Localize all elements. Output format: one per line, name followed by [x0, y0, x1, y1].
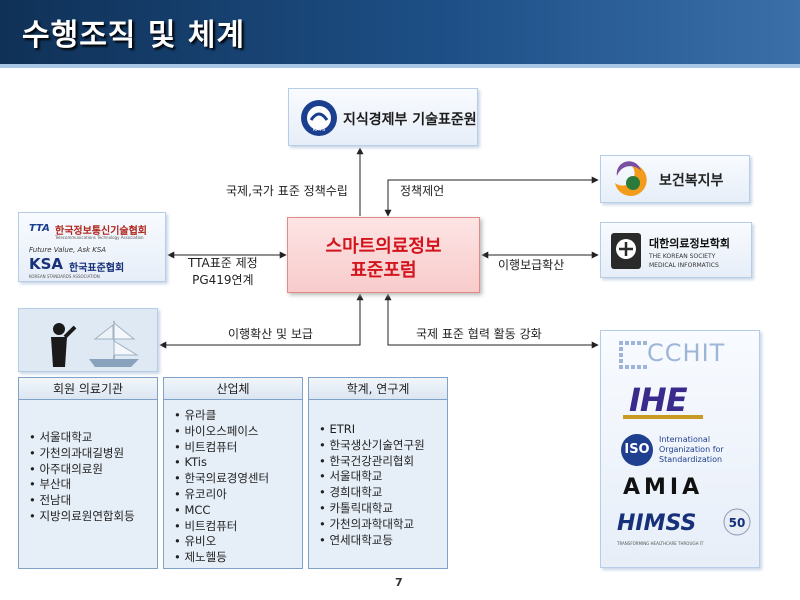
- list-item: 서울대학교: [29, 430, 135, 446]
- node-tta-ksa: TTA 한국정보통신기술협회 Telecommunications Techno…: [18, 212, 166, 282]
- amia-logo: AMIA: [623, 475, 704, 500]
- iso-name-line1: International: [659, 435, 711, 444]
- kats-emblem-icon: KATS: [301, 100, 337, 136]
- list-item: 경희대학교: [319, 485, 425, 501]
- himss-logo: HIMSS: [617, 511, 697, 536]
- ksa-name: 한국표준협회: [69, 263, 125, 274]
- panel-academia: 학계, 연구계 ETRI 한국생산기술연구원 한국건강관리협회 서울대학교 경희…: [308, 377, 448, 569]
- slide-header: 수행조직 및 체계: [0, 0, 800, 64]
- kosmi-name-en2: MEDICAL INFORMATICS: [649, 262, 719, 269]
- iso-name-line3: Standardization: [659, 455, 723, 464]
- page-number: 7: [395, 576, 403, 589]
- label-spread: 이행보급확산: [498, 258, 565, 272]
- node-mke: KATS 지식경제부 기술표준원: [288, 88, 478, 146]
- list-item: 비트컴퓨터: [174, 440, 269, 456]
- ihe-underline-icon: [623, 415, 703, 419]
- list-item: 지방의료원연합회등: [29, 509, 134, 525]
- list-item: KTis: [174, 455, 269, 471]
- tta-name-en: Telecommunications Technology Associatio…: [55, 235, 144, 240]
- industry-list: 유라클 바이오스페이스 비트컴퓨터 KTis 한국의료경영센터 유코리아 MCC…: [174, 408, 269, 566]
- label-implement: 이행확산 및 보급: [228, 327, 313, 341]
- label-gov-policy: 국제,국가 표준 정책수립: [226, 184, 348, 198]
- kosmi-name: 대한의료정보학회: [649, 237, 730, 250]
- mke-name: 지식경제부 기술표준원: [343, 112, 477, 128]
- list-item: 서울대학교: [319, 469, 425, 485]
- panel-industry-title: 산업체: [164, 378, 302, 400]
- arrow-members-forum: [159, 293, 364, 349]
- panel-industry: 산업체 유라클 바이오스페이스 비트컴퓨터 KTis 한국의료경영센터 유코리아…: [163, 377, 303, 569]
- mohw-name: 보건복지부: [659, 173, 724, 189]
- forum-name-line1: 스마트의료정보: [325, 236, 442, 257]
- node-kosmi: 대한의료정보학회 THE KOREAN SOCIETY MEDICAL INFO…: [600, 222, 752, 278]
- cchit-logo: CCHIT: [647, 339, 726, 367]
- node-forum: 스마트의료정보 표준포럼: [287, 217, 480, 293]
- list-item: 부산대: [29, 477, 135, 493]
- kosmi-emblem-icon: [611, 233, 641, 269]
- list-item: 가천의과대길병원: [29, 446, 135, 462]
- list-item: 가천의과학대학교: [319, 517, 425, 533]
- list-item: 연세대학교등: [319, 533, 425, 549]
- header-underline: [0, 64, 800, 68]
- ship-person-illustration: [19, 309, 157, 371]
- list-item: 아주대의료원: [29, 462, 135, 478]
- iso-name: International Organization for Standardi…: [659, 435, 724, 465]
- list-item: 전남대: [29, 493, 135, 509]
- arrow-forum-to-mohw: [384, 176, 599, 217]
- iso-name-line2: Organization for: [659, 445, 724, 454]
- list-item: 바이오스페이스: [174, 424, 269, 440]
- panel-hospitals-title: 회원 의료기관: [19, 378, 157, 400]
- ksa-slogan: Future Value, Ask KSA: [29, 246, 107, 254]
- academia-list: ETRI 한국생산기술연구원 한국건강관리협회 서울대학교 경희대학교 카톨릭대…: [319, 422, 425, 549]
- tta-name: 한국정보통신기술협회: [55, 226, 147, 237]
- list-item: 한국생산기술연구원: [319, 438, 424, 454]
- list-item: 제노헬등: [174, 550, 269, 566]
- cchit-dots-icon: [619, 341, 647, 369]
- panel-hospitals: 회원 의료기관 서울대학교 가천의과대길병원 아주대의료원 부산대 전남대 지방…: [18, 377, 158, 569]
- hospital-list: 서울대학교 가천의과대길병원 아주대의료원 부산대 전남대 지방의료원연합회등: [29, 430, 135, 525]
- panel-academia-title: 학계, 연구계: [309, 378, 447, 400]
- list-item: 한국건강관리협회: [319, 454, 425, 470]
- slide-title: 수행조직 및 체계: [22, 18, 246, 53]
- kats-emblem-text: KATS: [313, 127, 325, 133]
- list-item: MCC: [174, 503, 269, 519]
- ksa-logo: KSA: [29, 255, 64, 273]
- list-item: ETRI: [319, 422, 425, 438]
- himss-50-badge-icon: 50: [723, 508, 751, 536]
- panel-intl-orgs: CCHIT IHE ISO International Organization…: [600, 330, 760, 568]
- node-illustration: [18, 308, 158, 372]
- ihe-logo: IHE: [629, 381, 688, 419]
- tta-logo: TTA: [29, 223, 50, 234]
- arrow-forum-intl: [384, 293, 599, 349]
- label-intl-cooperation: 국제 표준 협력 활동 강화: [416, 327, 542, 341]
- list-item: 비트컴퓨터: [174, 519, 269, 535]
- list-item: 한국의료경영센터: [174, 471, 269, 487]
- forum-name-line2: 표준포럼: [350, 260, 417, 281]
- himss-50-text: 50: [729, 516, 746, 530]
- kosmi-name-en1: THE KOREAN SOCIETY: [649, 253, 716, 260]
- iso-logo: ISO: [621, 434, 653, 466]
- label-tta-standard: TTA표준 제정 PG419연계: [188, 254, 258, 288]
- node-mohw: 보건복지부: [600, 155, 750, 203]
- list-item: 유비오: [174, 534, 269, 550]
- list-item: 카톨릭대학교: [319, 501, 425, 517]
- ksa-name-en: KOREAN STANDARDS ASSOCIATION: [29, 274, 100, 279]
- label-tta-line1: TTA표준 제정: [188, 256, 258, 270]
- label-policy-proposal: 정책제언: [400, 184, 445, 198]
- mohw-emblem-icon: [615, 161, 647, 196]
- himss-tagline: TRANSFORMING HEALTHCARE THROUGH IT: [617, 541, 704, 546]
- list-item: 유라클: [174, 408, 269, 424]
- label-tta-line2: PG419연계: [192, 273, 254, 287]
- list-item: 유코리아: [174, 487, 269, 503]
